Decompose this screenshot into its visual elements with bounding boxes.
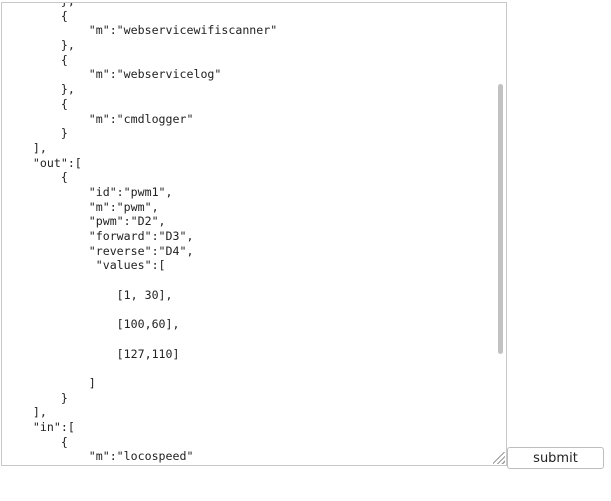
code-line: ] — [5, 375, 96, 390]
code-line: { — [5, 434, 68, 449]
resize-grip-icon[interactable] — [493, 452, 505, 464]
code-line: "m":"locospeed" — [5, 449, 194, 464]
code-line: ], — [5, 140, 47, 155]
code-line: "out":[ — [5, 155, 82, 170]
code-line: { — [5, 170, 68, 185]
code-line: [1, 30], — [5, 287, 173, 302]
code-line: "in":[ — [5, 419, 75, 434]
code-line: { — [5, 96, 68, 111]
code-line: "m":"webservicelog" — [5, 67, 222, 82]
code-line: "forward":"D3", — [5, 229, 194, 243]
json-config-textarea[interactable]: }, { "m":"webservicewifiscanner" }, { "m… — [1, 2, 507, 466]
code-line: }, — [5, 38, 75, 53]
code-line — [5, 302, 277, 317]
code-line: ], — [5, 405, 47, 420]
code-line: "m":"webservicewifiscanner" — [5, 23, 278, 38]
config-text[interactable]: }, { "m":"webservicewifiscanner" }, { "m… — [5, 3, 278, 464]
code-line: "m":"cmdlogger" — [5, 111, 194, 126]
code-line: "m":"pwm", — [5, 199, 159, 214]
code-line: "pwm":"D2", — [5, 214, 166, 229]
code-line: [127,110] — [5, 346, 180, 361]
code-line: } — [5, 390, 68, 405]
code-line: } — [5, 126, 68, 141]
submit-button[interactable]: submit — [507, 447, 604, 469]
code-line — [5, 332, 277, 347]
code-line: { — [5, 52, 68, 67]
code-line — [5, 273, 277, 288]
code-line: { — [5, 8, 68, 23]
code-line: "values":[ — [5, 258, 166, 273]
vertical-scrollbar[interactable] — [498, 84, 503, 354]
code-line: "id":"pwm1", — [5, 184, 173, 199]
code-line — [5, 361, 277, 376]
code-line: }, — [5, 82, 75, 97]
code-line: }, — [5, 3, 277, 9]
code-line: [100,60], — [5, 317, 180, 332]
code-line: "reverse":"D4", — [5, 243, 194, 258]
